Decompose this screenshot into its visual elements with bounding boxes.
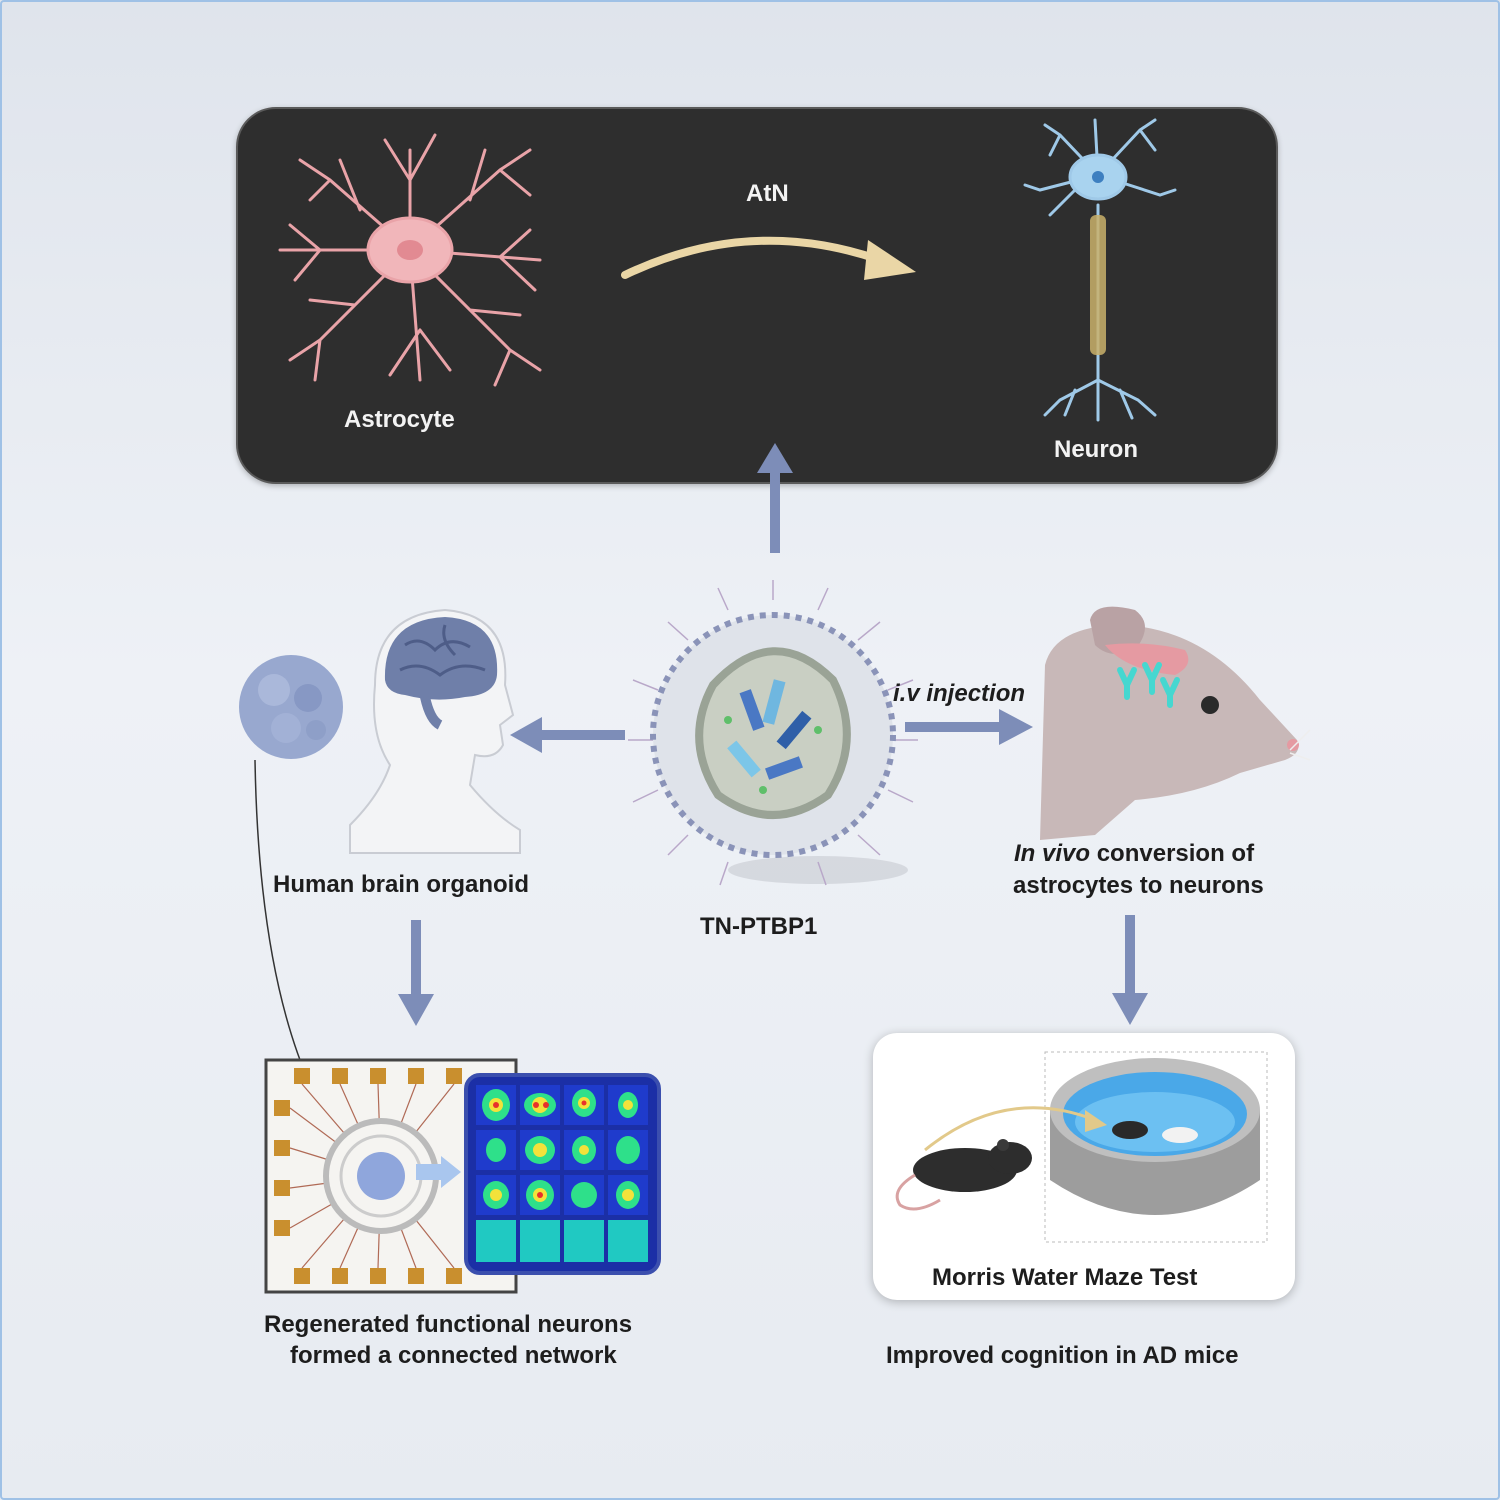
water-maze-label: Morris Water Maze Test	[932, 1264, 1198, 1291]
invivo-rest: conversion of	[1090, 840, 1255, 867]
organoid-label: Human brain organoid	[273, 871, 530, 898]
astrocyte-label: Astrocyte	[344, 406, 455, 433]
nanoparticle-illustration	[628, 580, 918, 886]
arrow-right-injection	[905, 709, 1033, 745]
organoid-sphere	[239, 655, 343, 759]
arrow-up-to-panel	[757, 443, 793, 553]
arrow-down-right	[1112, 915, 1148, 1025]
arrow-down-left	[398, 920, 434, 1026]
activity-heatmap	[464, 1073, 661, 1275]
neuron-illustration	[1023, 118, 1177, 422]
network-result-line2: formed a connected network	[290, 1342, 617, 1369]
cognition-result-label: Improved cognition in AD mice	[886, 1342, 1239, 1369]
astrocyte-illustration	[278, 133, 542, 387]
water-maze-illustration	[895, 1051, 1268, 1243]
atn-arrow	[621, 236, 916, 280]
injection-label: i.v injection	[893, 680, 1026, 707]
atn-label: AtN	[746, 180, 789, 207]
arrow-left-to-brain	[510, 717, 625, 753]
neuron-label: Neuron	[1054, 436, 1138, 463]
invivo-label-line1: In vivo conversion of	[1014, 840, 1254, 868]
network-result-line1: Regenerated functional neurons	[264, 1311, 633, 1338]
human-head-illustration	[349, 608, 521, 854]
invivo-italic: In vivo	[1014, 840, 1091, 867]
mouse-head-illustration	[1040, 606, 1311, 840]
invivo-label-line2: astrocytes to neurons	[1013, 872, 1264, 899]
nanoparticle-label: TN-PTBP1	[700, 913, 818, 940]
